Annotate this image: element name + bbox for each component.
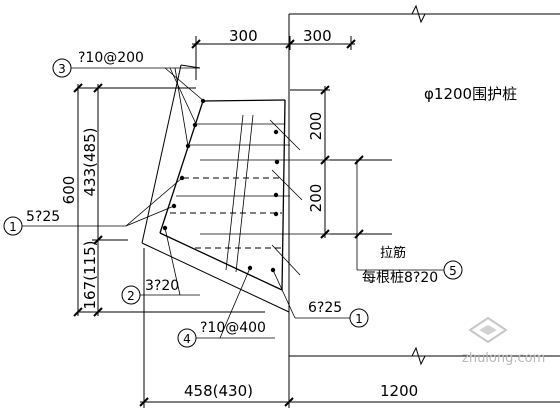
left-dimension xyxy=(73,83,265,317)
svg-text:4: 4 xyxy=(183,332,191,346)
dim-left-total: 600 xyxy=(60,176,78,205)
rebar-dots xyxy=(162,98,280,273)
dim-top-left: 300 xyxy=(229,27,258,45)
svg-text:1: 1 xyxy=(355,312,363,326)
dim-bottom-right: 1200 xyxy=(380,382,418,400)
rebar-label-r5-spec: 每根桩8?20 xyxy=(362,269,438,286)
rebar-label-r1-top: 5?25 xyxy=(26,209,60,225)
rebar-label-r3: ?10@200 xyxy=(78,50,144,66)
tag-4: 4 xyxy=(177,328,197,348)
dim-left-lower: 167(115) xyxy=(81,241,99,310)
svg-text:5: 5 xyxy=(449,264,457,278)
tag-1-top: 1 xyxy=(3,216,23,236)
dim-vert-upper: 200 xyxy=(307,112,325,141)
dim-vert-lower: 200 xyxy=(307,184,325,213)
rebar-label-r5-title: 拉筋 xyxy=(380,245,406,261)
rebar-label-r4: ?10@400 xyxy=(200,320,266,336)
pile-label: φ1200围护桩 xyxy=(424,85,517,103)
rebar-label-r1-bottom: 6?25 xyxy=(308,300,342,316)
vertical-dimension xyxy=(290,85,392,239)
top-dimension xyxy=(191,36,356,80)
tag-2: 2 xyxy=(121,285,141,305)
watermark-logo-icon xyxy=(468,316,508,344)
rebar-label-r2: 3?20 xyxy=(145,278,179,294)
dim-top-right: 300 xyxy=(303,27,332,45)
watermark-text: zhulong.com xyxy=(462,351,545,366)
dim-left-upper: 433(485) xyxy=(81,128,99,197)
tag-3: 3 xyxy=(52,58,72,78)
pile-outline xyxy=(288,4,560,366)
cap-beam-outline xyxy=(141,64,290,313)
bottom-dimension xyxy=(139,248,560,408)
svg-text:2: 2 xyxy=(127,289,135,303)
svg-text:1: 1 xyxy=(9,220,17,234)
svg-text:3: 3 xyxy=(58,62,66,76)
leader-lines xyxy=(22,67,445,339)
tag-1-bottom: 1 xyxy=(349,308,369,328)
rebar-cage xyxy=(159,99,330,291)
dim-bottom-left: 458(430) xyxy=(184,382,253,400)
tag-5: 5 xyxy=(443,260,463,280)
